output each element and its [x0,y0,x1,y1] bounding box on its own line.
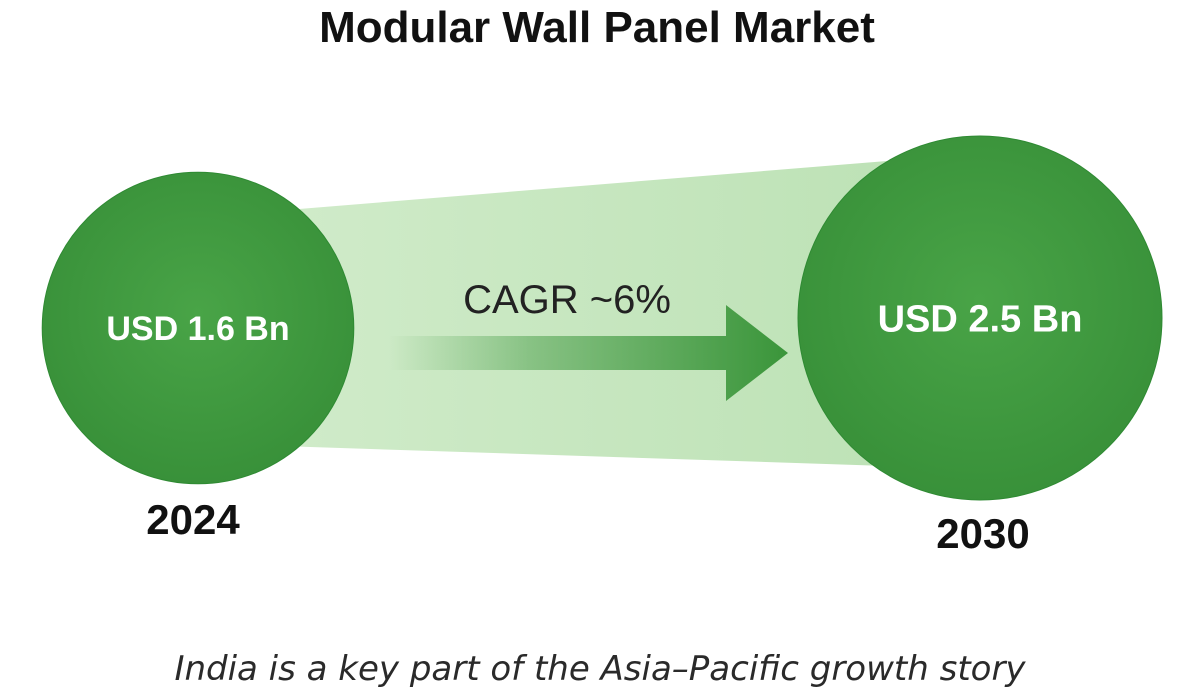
bubble-value-label-2024: USD 1.6 Bn [106,310,289,348]
bubble-value-label-2030: USD 2.5 Bn [878,299,1083,341]
growth-arrow-icon [388,305,788,401]
cagr-annotation: CAGR ~6% [463,278,671,322]
bubble-2030 [797,135,1163,501]
chart-title: Modular Wall Panel Market [319,3,875,52]
bubble-series: USD 1.6 Bn 2024 USD 2.5 Bn 2030 [41,135,1163,557]
bubble-2024 [41,171,355,485]
chart-caption: India is a key part of the Asia–Pacific … [174,649,1026,689]
growth-cone [291,157,926,468]
year-label-2024: 2024 [146,496,240,543]
year-label-2030: 2030 [936,510,1029,557]
